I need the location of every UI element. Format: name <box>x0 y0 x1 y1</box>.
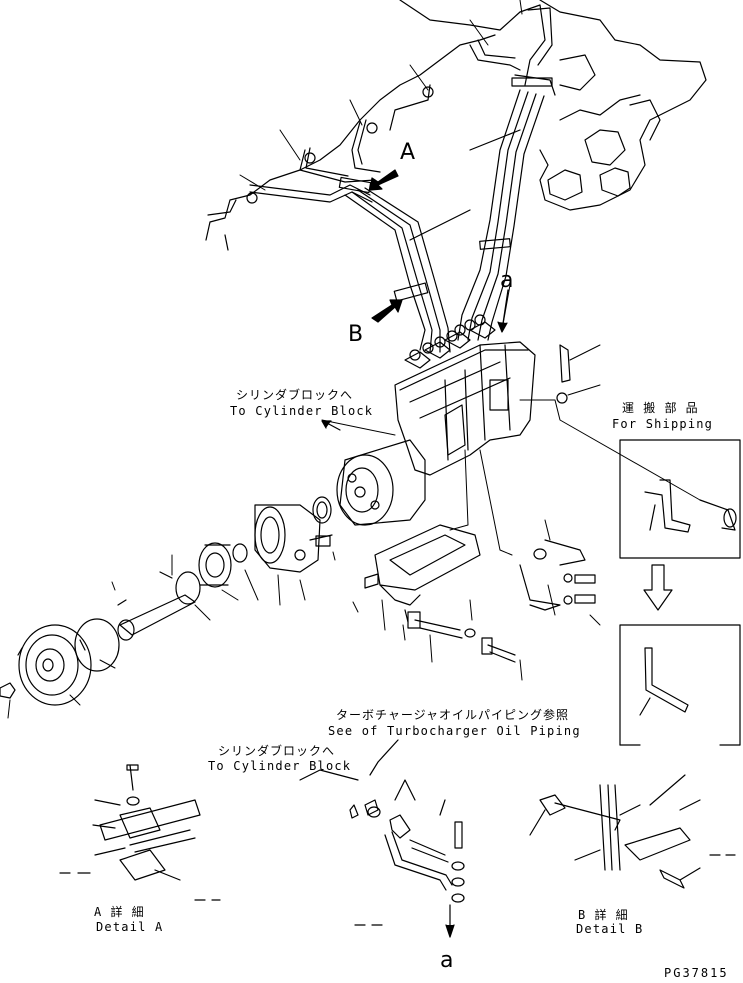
callout-a-top: a <box>500 268 514 293</box>
detail-a <box>59 764 221 901</box>
drive-parts <box>0 496 333 706</box>
note-cylinder-block-2-en: To Cylinder Block <box>208 759 352 773</box>
pump-bracket <box>364 344 596 663</box>
injection-pump <box>336 321 536 526</box>
arrowhead-cyl-1 <box>321 420 332 429</box>
arrow-A <box>369 169 399 191</box>
detail-a-title-en: Detail A <box>96 920 164 934</box>
callout-A: A <box>400 140 416 165</box>
leader-lines <box>7 0 701 719</box>
callout-B: B <box>348 322 364 347</box>
callout-a-bottom: a <box>440 948 454 973</box>
shipping-down-arrow <box>643 564 673 611</box>
detail-b-title-jp: B 詳 細 <box>578 908 629 922</box>
engine-block <box>205 0 707 251</box>
drawing-number: PG37815 <box>664 966 729 980</box>
note-cylinder-block-2-jp: シリンダブロックへ <box>218 744 336 758</box>
note-cylinder-block-1-en: To Cylinder Block <box>230 404 374 418</box>
note-cylinder-block-1-jp: シリンダブロックへ <box>236 388 354 402</box>
callout-a-bottom-arrowhead <box>445 924 455 938</box>
detail-b <box>529 774 736 889</box>
shipping-parts-box <box>619 439 741 746</box>
arrow-B <box>371 299 403 323</box>
callout-a-top-arrowhead <box>497 321 508 333</box>
detail-b-title-en: Detail B <box>576 922 644 936</box>
injection-lines <box>246 4 556 361</box>
turbo-oil-piping-detail <box>299 739 465 938</box>
detail-a-title-jp: A 詳 細 <box>94 905 145 919</box>
note-turbo-en: See of Turbocharger Oil Piping <box>328 724 581 738</box>
note-shipping-en: For Shipping <box>612 417 714 431</box>
note-turbo-jp: ターボチャージャオイルパイピング参照 <box>336 708 570 722</box>
note-shipping-jp: 運 搬 部 品 <box>622 401 699 415</box>
